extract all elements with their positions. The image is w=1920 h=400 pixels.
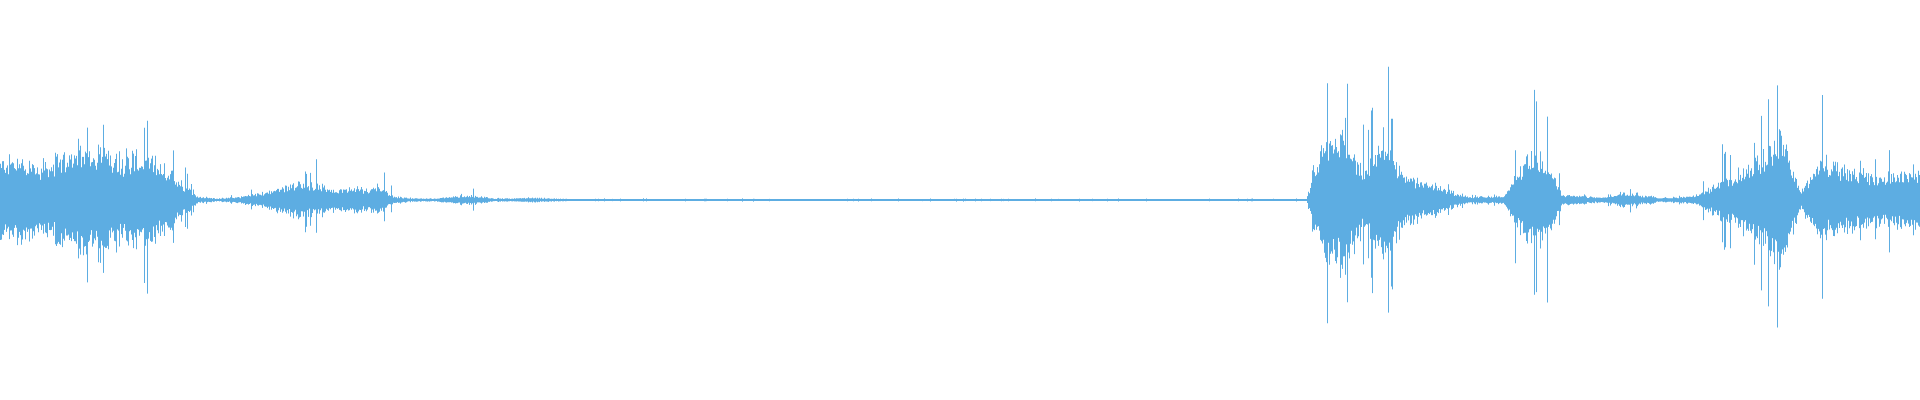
waveform-samples [0,66,1920,328]
waveform-trace [0,66,1920,328]
